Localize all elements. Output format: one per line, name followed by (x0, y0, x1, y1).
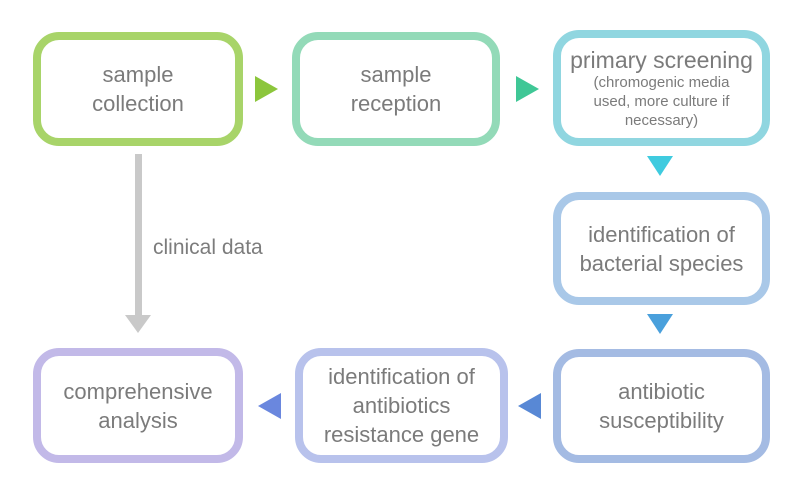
clinical-data-label: clinical data (153, 236, 263, 259)
node-label-line: bacterial species (579, 250, 744, 276)
right-arrow-icon (516, 76, 539, 102)
node-identification-bacterial-species: identification of bacterial species (553, 192, 770, 305)
node-identification-antibiotics-resistance-gene: identification of antibiotics resistance… (295, 348, 508, 463)
node-comprehensive-analysis: comprehensive analysis (33, 348, 243, 463)
node-sample-reception: sample reception (292, 32, 500, 146)
down-arrow-icon (647, 314, 673, 334)
node-label-line: identification of (588, 221, 735, 247)
node-sample-collection: sample collection (33, 32, 243, 146)
node-label-line: antibiotic (618, 379, 705, 404)
node-label-line: reception (350, 91, 442, 116)
down-arrow-icon (125, 315, 151, 333)
node-label-line: comprehensive (63, 378, 213, 404)
left-arrow-icon (518, 393, 541, 419)
node-subtitle-line: (chromogenic media (593, 73, 730, 91)
left-arrow-icon (258, 393, 281, 419)
node-label-line: collection (92, 91, 184, 116)
node-antibiotic-susceptibility: antibiotic susceptibility (553, 349, 770, 463)
node-label-line: resistance gene (323, 422, 480, 447)
node-label-line: analysis (98, 407, 178, 433)
down-arrow-icon (647, 156, 673, 176)
node-label-line: sample (102, 62, 174, 87)
node-label-line: antibiotics (352, 393, 451, 418)
node-subtitle-line: necessary) (624, 111, 699, 129)
node-label-line: sample (360, 62, 432, 87)
node-label-line: identification of (328, 364, 475, 389)
node-title: primary screening (570, 46, 753, 73)
clinical-data-connector-line (135, 154, 142, 315)
right-arrow-icon (255, 76, 278, 102)
node-label-line: susceptibility (599, 408, 724, 433)
node-primary-screening: primary screening (chromogenic media use… (553, 30, 770, 146)
node-subtitle-line: used, more culture if (593, 92, 730, 110)
